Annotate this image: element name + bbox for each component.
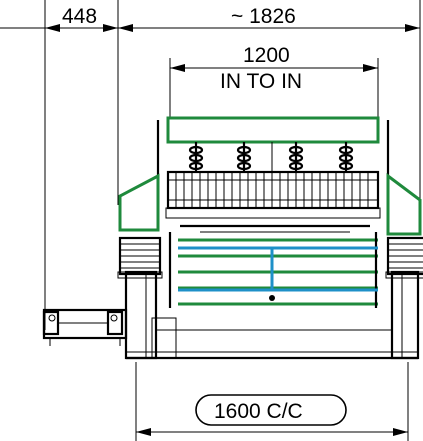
dimension-1600-box: [195, 394, 347, 426]
dimension-inner-width: 1200 IN TO IN: [169, 44, 379, 118]
drive-motor-assembly: [42, 308, 128, 346]
left-spring-stack: [117, 236, 163, 279]
top-springs: [188, 142, 354, 172]
dimension-1826-label: ~ 1826: [231, 5, 296, 28]
dimension-side-offset: 448: [0, 0, 119, 330]
dimension-1200-label: 1200: [243, 44, 290, 67]
exciter-assembly: [165, 170, 381, 219]
top-spring-1: [188, 142, 204, 172]
top-spring-3: [288, 142, 304, 172]
lower-supports: [180, 224, 370, 301]
dimension-448-label: 448: [62, 5, 97, 28]
dimension-center-distance: 1600 C/C: [135, 362, 409, 441]
screen-box-frame: [118, 116, 422, 308]
top-spring-2: [236, 142, 252, 172]
dimension-in-to-in-label: IN TO IN: [220, 70, 302, 93]
top-spring-4: [338, 142, 354, 172]
right-spring-stack: [385, 236, 423, 279]
dimension-1600-label: 1600 C/C: [214, 400, 303, 423]
screen-decks: [178, 246, 378, 292]
dimension-overall-width: ~ 1826: [118, 0, 421, 210]
